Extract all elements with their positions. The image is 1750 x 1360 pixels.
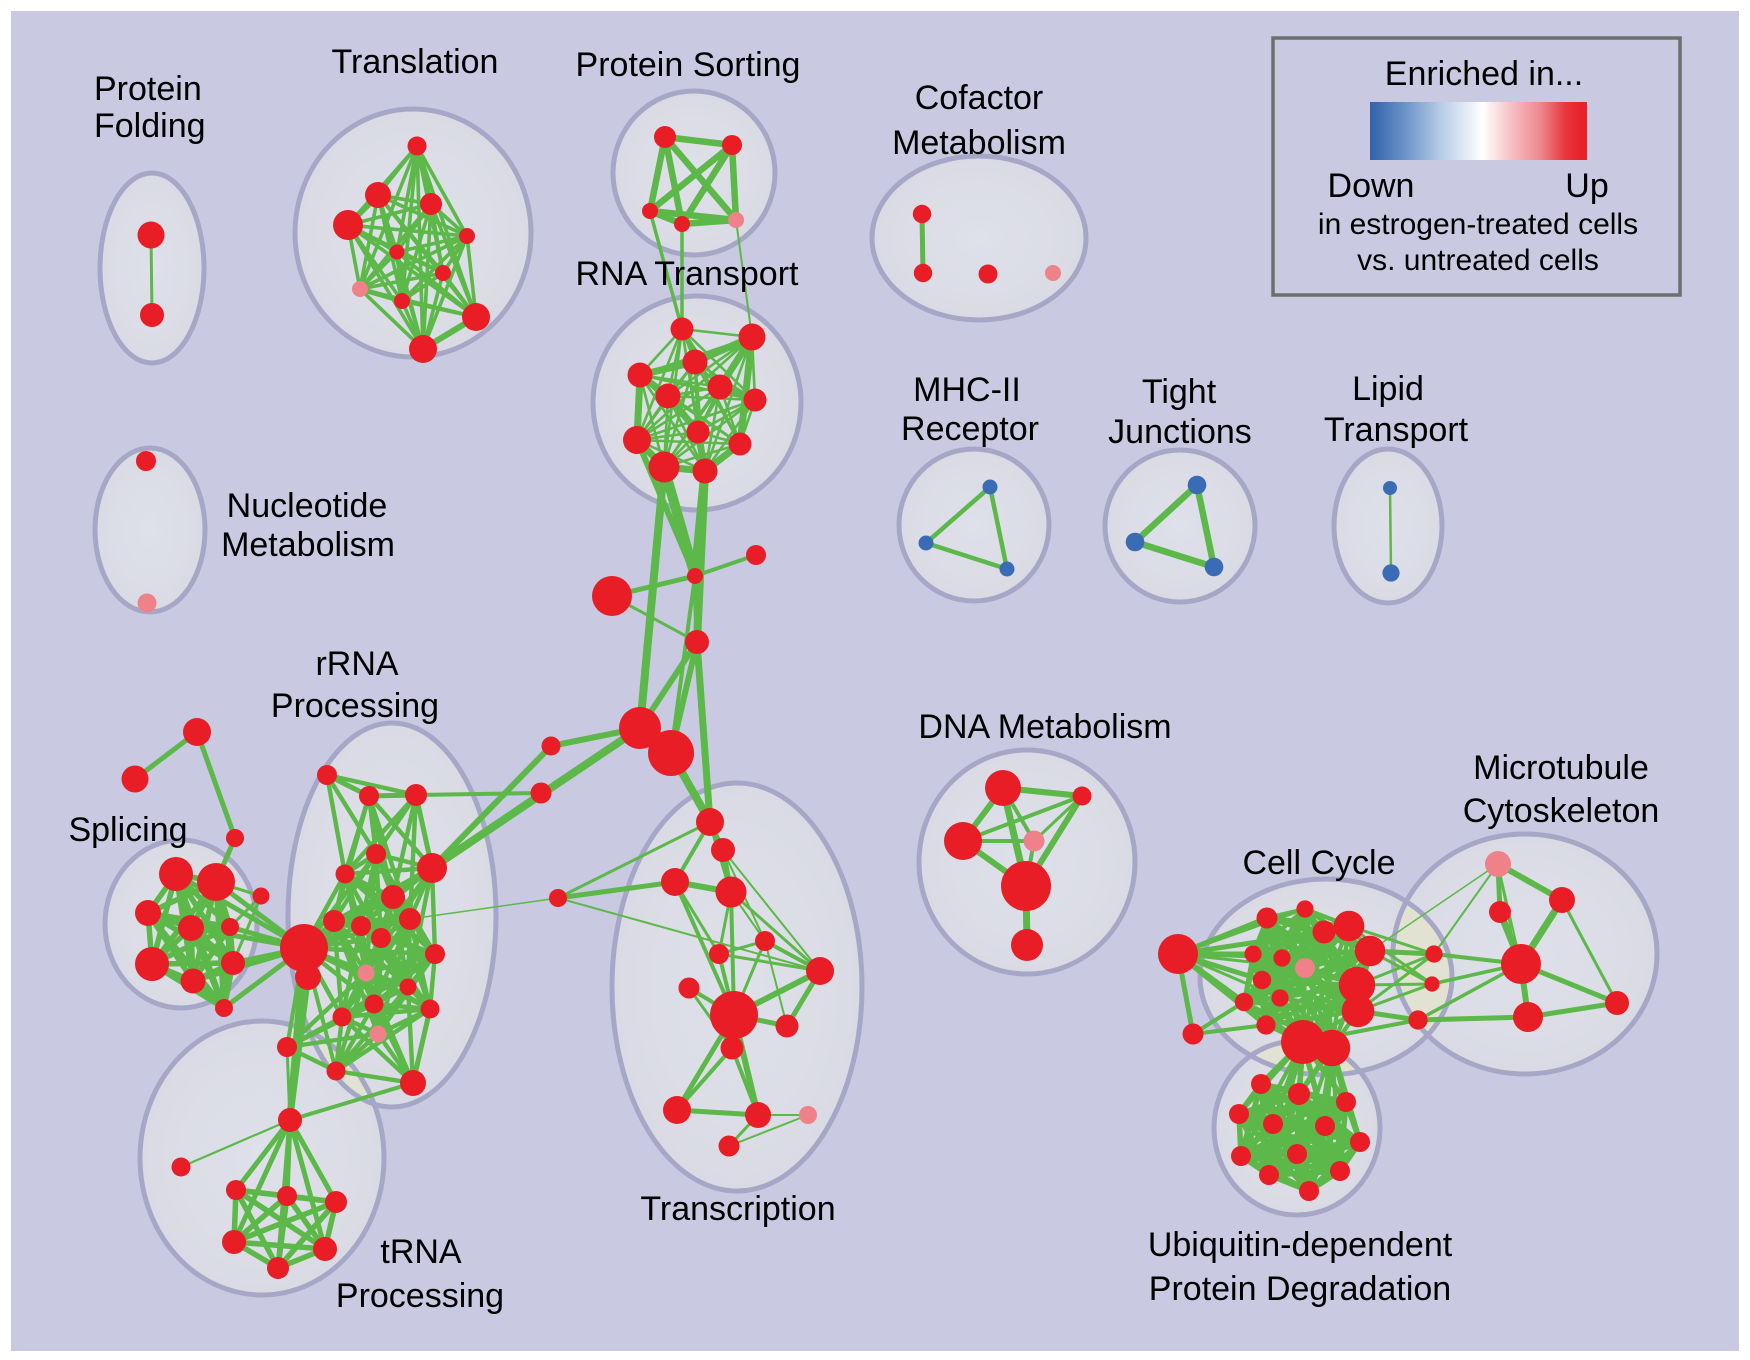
svg-text:Receptor: Receptor	[901, 410, 1039, 448]
svg-text:MHC-II: MHC-II	[913, 371, 1021, 409]
svg-text:Splicing: Splicing	[68, 811, 187, 849]
svg-text:Protein Degradation: Protein Degradation	[1149, 1270, 1451, 1308]
svg-text:Enriched in...: Enriched in...	[1385, 55, 1583, 93]
svg-text:Tight: Tight	[1142, 373, 1217, 411]
svg-text:Down: Down	[1328, 167, 1415, 205]
svg-text:Cytoskeleton: Cytoskeleton	[1463, 792, 1660, 830]
svg-text:in estrogen-treated cells: in estrogen-treated cells	[1318, 208, 1638, 241]
svg-text:Ubiquitin-dependent: Ubiquitin-dependent	[1148, 1226, 1453, 1264]
svg-text:Junctions: Junctions	[1108, 413, 1252, 451]
svg-text:Microtubule: Microtubule	[1473, 749, 1649, 787]
svg-text:Lipid: Lipid	[1352, 370, 1424, 408]
svg-text:RNA Transport: RNA Transport	[576, 255, 800, 293]
svg-text:Protein Sorting: Protein Sorting	[576, 46, 801, 84]
svg-text:Processing: Processing	[336, 1277, 504, 1315]
svg-text:Processing: Processing	[271, 687, 439, 725]
svg-text:Translation: Translation	[332, 43, 499, 81]
svg-text:tRNA: tRNA	[380, 1233, 462, 1271]
svg-text:Cofactor: Cofactor	[915, 79, 1044, 117]
svg-text:rRNA: rRNA	[315, 645, 398, 683]
svg-text:Metabolism: Metabolism	[892, 124, 1066, 162]
svg-text:vs. untreated cells: vs. untreated cells	[1357, 244, 1599, 277]
svg-text:Nucleotide: Nucleotide	[227, 487, 388, 525]
svg-text:Metabolism: Metabolism	[221, 526, 395, 564]
svg-text:Cell Cycle: Cell Cycle	[1242, 844, 1395, 882]
svg-text:Protein: Protein	[94, 70, 202, 108]
svg-text:Transport: Transport	[1324, 411, 1469, 449]
svg-text:DNA Metabolism: DNA Metabolism	[918, 708, 1171, 746]
svg-text:Folding: Folding	[94, 107, 206, 145]
svg-text:Transcription: Transcription	[640, 1190, 835, 1228]
svg-text:Up: Up	[1565, 167, 1608, 205]
